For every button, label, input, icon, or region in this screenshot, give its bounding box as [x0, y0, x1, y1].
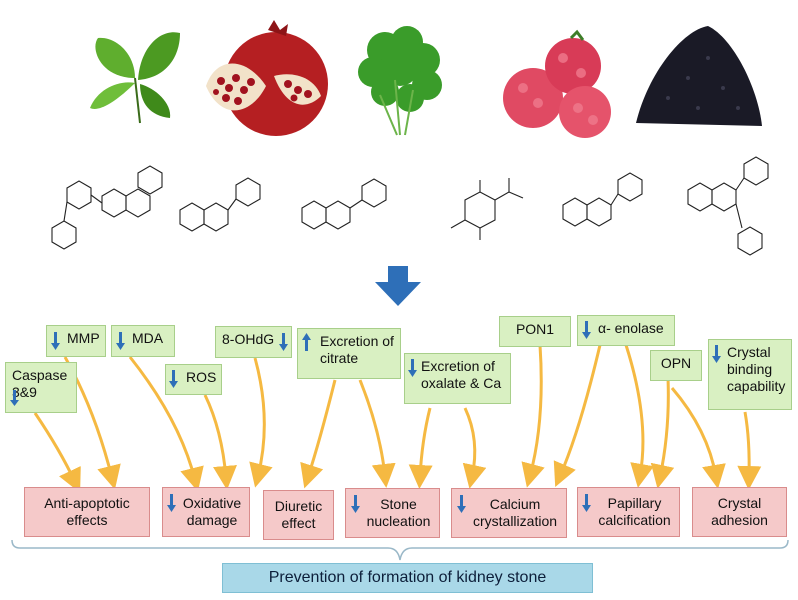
calcium-crystallization-label: Calcium crystallization: [472, 496, 558, 529]
mda-label: MDA: [132, 330, 164, 346]
bottom-bracket: [11, 539, 789, 561]
kidney-stone-prevention-banner: Prevention of formation of kidney stone: [222, 563, 593, 593]
thymoquinone-structure: [450, 178, 524, 240]
down-arrow-icon: [167, 494, 176, 512]
anti-apoptotic-label: Anti-apoptotic effects: [44, 495, 130, 528]
effect-diuretic: Diuretic effect: [263, 490, 334, 540]
factor-8-ohdg: 8-OHdG: [215, 326, 292, 358]
opn-label: OPN: [660, 355, 692, 371]
down-arrow-icon: [582, 321, 591, 339]
flavonoid-glycoside-structure: [51, 165, 163, 250]
oxidative-label: Oxidative damage: [182, 495, 242, 528]
down-arrow-icon: [457, 495, 466, 513]
factor-mda: MDA: [111, 325, 175, 357]
raspberry-image: [503, 29, 611, 138]
up-arrow-icon: [302, 333, 311, 351]
stone-nucleation-label: Stone nucleation: [366, 496, 431, 529]
down-arrow-icon: [279, 333, 288, 351]
prevention-label: Prevention of formation of kidney stone: [268, 569, 547, 586]
factor-enolase: α- enolase: [577, 315, 675, 346]
big-down-arrow-icon: [375, 266, 421, 306]
effect-anti-apoptotic: Anti-apoptotic effects: [24, 487, 150, 537]
factor-pon1: PON1: [499, 316, 571, 347]
factor-oxalate: Excretion of oxalate & Ca: [404, 353, 511, 404]
parsley-image: [358, 26, 442, 136]
egcg-structure: [687, 156, 769, 256]
down-arrow-icon: [10, 390, 19, 406]
effect-calcium-crystallization: Calcium crystallization: [451, 488, 567, 538]
black-seed-image: [636, 26, 762, 126]
tea-leaf-image: [90, 32, 180, 124]
ohdg-label: 8-OHdG: [222, 331, 275, 347]
effect-stone-nucleation: Stone nucleation: [345, 488, 440, 538]
caspase-label: Caspase 3&9: [12, 367, 68, 400]
mmp-label: MMP: [67, 330, 100, 346]
papillary-label: Papillary calcification: [598, 495, 671, 528]
crystal-adhesion-label: Crystal adhesion: [711, 495, 768, 528]
factor-caspase: Caspase 3&9: [5, 362, 77, 413]
down-arrow-icon: [408, 359, 417, 377]
effect-oxidative-damage: Oxidative damage: [162, 487, 250, 537]
factor-citrate: Excretion of citrate: [297, 328, 401, 379]
catechin-structure: [179, 177, 261, 232]
effect-crystal-adhesion: Crystal adhesion: [692, 487, 787, 537]
down-arrow-icon: [712, 345, 721, 363]
pomegranate-image: [206, 20, 328, 136]
crystal-binding-label: Crystal binding capability: [727, 344, 786, 394]
down-arrow-icon: [51, 332, 60, 350]
diuretic-label: Diuretic effect: [274, 498, 323, 531]
effect-papillary-calcification: Papillary calcification: [577, 487, 680, 537]
enolase-label: α- enolase: [598, 320, 664, 336]
epicatechin-structure: [562, 172, 643, 227]
down-arrow-icon: [116, 332, 125, 350]
factor-crystal-binding: Crystal binding capability: [708, 339, 792, 410]
ros-label: ROS: [186, 369, 217, 385]
quercetin-structure: [301, 178, 387, 230]
down-arrow-icon: [582, 494, 591, 512]
citrate-label: Excretion of citrate: [320, 333, 394, 366]
down-arrow-icon: [169, 370, 178, 388]
pon1-label: PON1: [515, 321, 555, 337]
factor-opn: OPN: [650, 350, 702, 381]
oxalate-label: Excretion of oxalate & Ca: [421, 358, 502, 391]
down-arrow-icon: [351, 495, 360, 513]
